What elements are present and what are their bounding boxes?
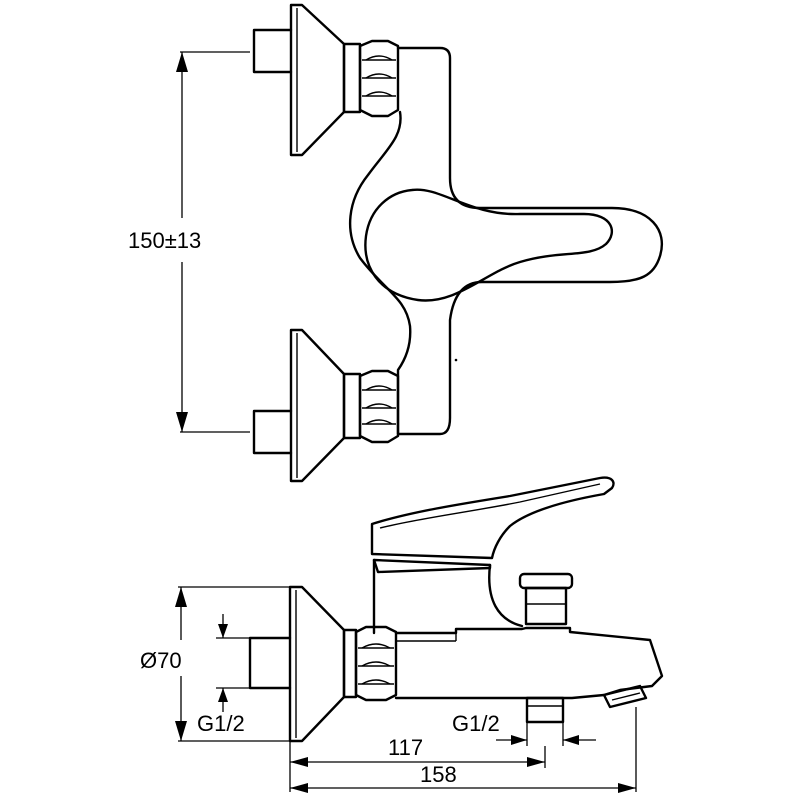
diverter-knob — [518, 572, 574, 626]
length-117-label: 117 — [388, 735, 423, 760]
lower-eccentric-nut — [342, 369, 400, 444]
side-wall-rosette — [288, 585, 346, 743]
upper-eccentric-nut — [342, 39, 400, 118]
diameter-label: Ø70 — [140, 648, 182, 673]
lever-highlight — [379, 483, 601, 529]
upper-wall-rosette — [289, 3, 346, 157]
upper-inlet-stub — [252, 28, 293, 74]
lower-inlet-stub — [252, 409, 293, 455]
lower-wall-rosette — [289, 328, 346, 483]
hand-shower-outlet — [525, 696, 565, 724]
diameter-dimension: Ø70 — [140, 586, 290, 742]
top-view — [252, 3, 663, 483]
length-158-label: 158 — [420, 762, 457, 787]
side-body-spout — [394, 626, 664, 700]
reference-dot — [454, 358, 458, 362]
side-lever-handle — [370, 476, 615, 560]
side-cartridge-cap — [372, 558, 492, 574]
length-dimensions: 117 158 — [289, 707, 637, 793]
inlet-thread-label: G1/2 — [197, 711, 245, 736]
bath-spout-aerator — [602, 684, 648, 709]
outlet-thread-dimension: G1/2 — [452, 711, 596, 746]
spacing-dimension: 150±13 — [128, 51, 250, 433]
inlet-thread-dimension: G1/2 — [197, 614, 250, 736]
outlet-thread-label: G1/2 — [452, 711, 500, 736]
mixer-body-outline — [348, 46, 663, 436]
side-eccentric-nut — [342, 625, 398, 702]
side-view — [248, 476, 664, 743]
spacing-label: 150±13 — [128, 228, 201, 253]
side-inlet-stub — [248, 636, 292, 690]
side-body-column — [372, 558, 524, 635]
handle-lever — [364, 188, 613, 302]
